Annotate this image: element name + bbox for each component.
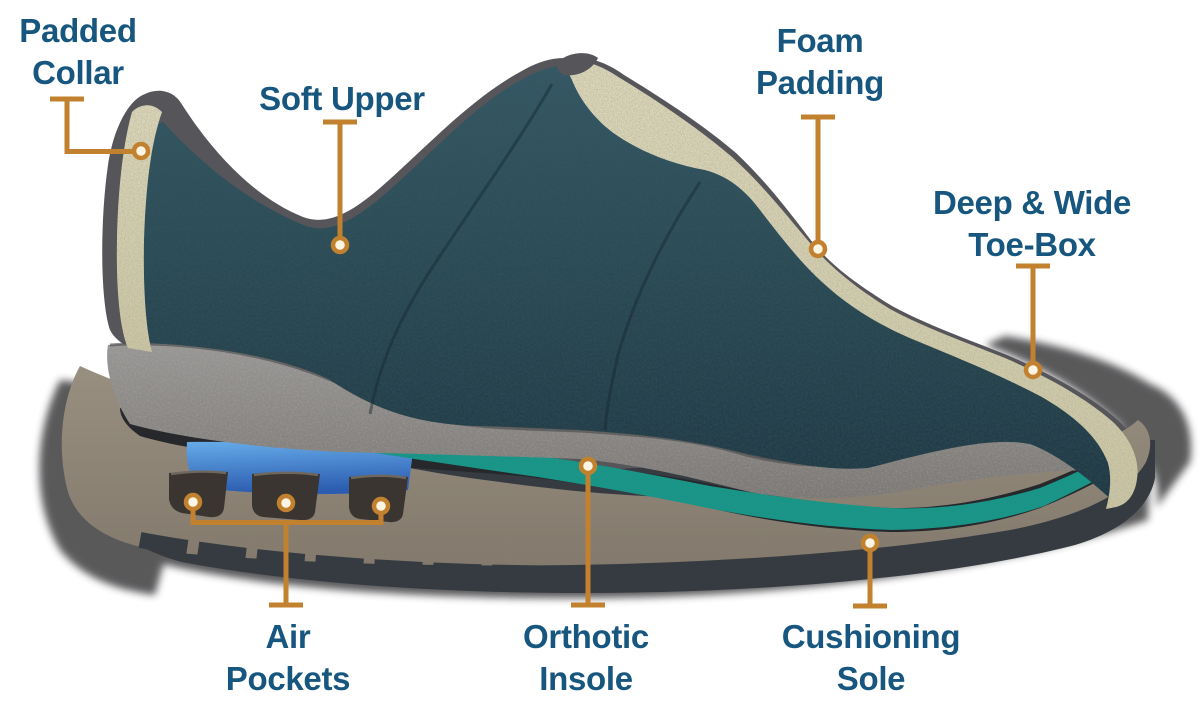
callout-dot-cushioning-sole bbox=[860, 533, 880, 553]
callout-dot-soft-upper bbox=[330, 235, 350, 255]
label-line: Foam bbox=[776, 22, 864, 59]
label-line: Toe-Box bbox=[968, 225, 1096, 263]
air-pockets bbox=[169, 470, 408, 523]
label-cushioning-sole: Cushioning Sole bbox=[781, 616, 961, 699]
insole-texture bbox=[107, 343, 1137, 499]
callout-dot-padded-collar bbox=[131, 141, 151, 161]
label-soft-upper: Soft Upper bbox=[259, 78, 425, 120]
label-line: Sole bbox=[836, 659, 906, 697]
leader-air-pockets bbox=[183, 492, 391, 608]
air-pocket-1 bbox=[169, 470, 228, 518]
upper-seams bbox=[368, 83, 702, 431]
leader-cushioning-sole bbox=[853, 533, 887, 609]
label-line: Cushioning bbox=[781, 618, 961, 655]
foam-padding-band-texture bbox=[566, 60, 1138, 510]
label-line: Collar bbox=[32, 53, 124, 91]
callouts bbox=[50, 96, 1050, 609]
callout-dot-air-pocket-2 bbox=[276, 493, 296, 513]
label-padded-collar: Padded Collar bbox=[19, 10, 137, 93]
leader-padded-collar bbox=[50, 96, 151, 161]
label-line: Pockets bbox=[225, 659, 351, 697]
label-line: Air bbox=[265, 618, 311, 655]
upper-knit-texture bbox=[127, 65, 1135, 502]
leader-orthotic-insole bbox=[571, 456, 605, 608]
callout-dot-air-pocket-3 bbox=[371, 496, 391, 516]
callout-dot-air-pocket-1 bbox=[183, 492, 203, 512]
callout-dot-foam-padding bbox=[808, 239, 828, 259]
label-line: Orthotic bbox=[523, 618, 649, 655]
callout-dot-toe-box bbox=[1023, 360, 1043, 380]
outsole-lugs bbox=[138, 514, 1093, 582]
label-toe-box: Deep & Wide Toe-Box bbox=[933, 182, 1131, 265]
label-line: Soft Upper bbox=[259, 80, 425, 117]
label-line: Padding bbox=[755, 63, 885, 101]
label-line: Insole bbox=[539, 659, 633, 697]
label-line: Deep & Wide bbox=[932, 184, 1132, 221]
label-orthotic-insole: Orthotic Insole bbox=[523, 616, 649, 699]
leader-foam-padding bbox=[801, 114, 835, 259]
callout-dot-orthotic-insole bbox=[578, 456, 598, 476]
tongue-peak-edge bbox=[557, 53, 598, 76]
label-foam-padding: Foam Padding bbox=[756, 20, 884, 103]
leader-soft-upper bbox=[323, 119, 357, 255]
label-air-pockets: Air Pockets bbox=[225, 616, 351, 699]
leader-toe-box bbox=[1016, 263, 1050, 380]
label-line: Padded bbox=[19, 12, 137, 49]
padded-collar-foam-texture bbox=[116, 105, 162, 352]
